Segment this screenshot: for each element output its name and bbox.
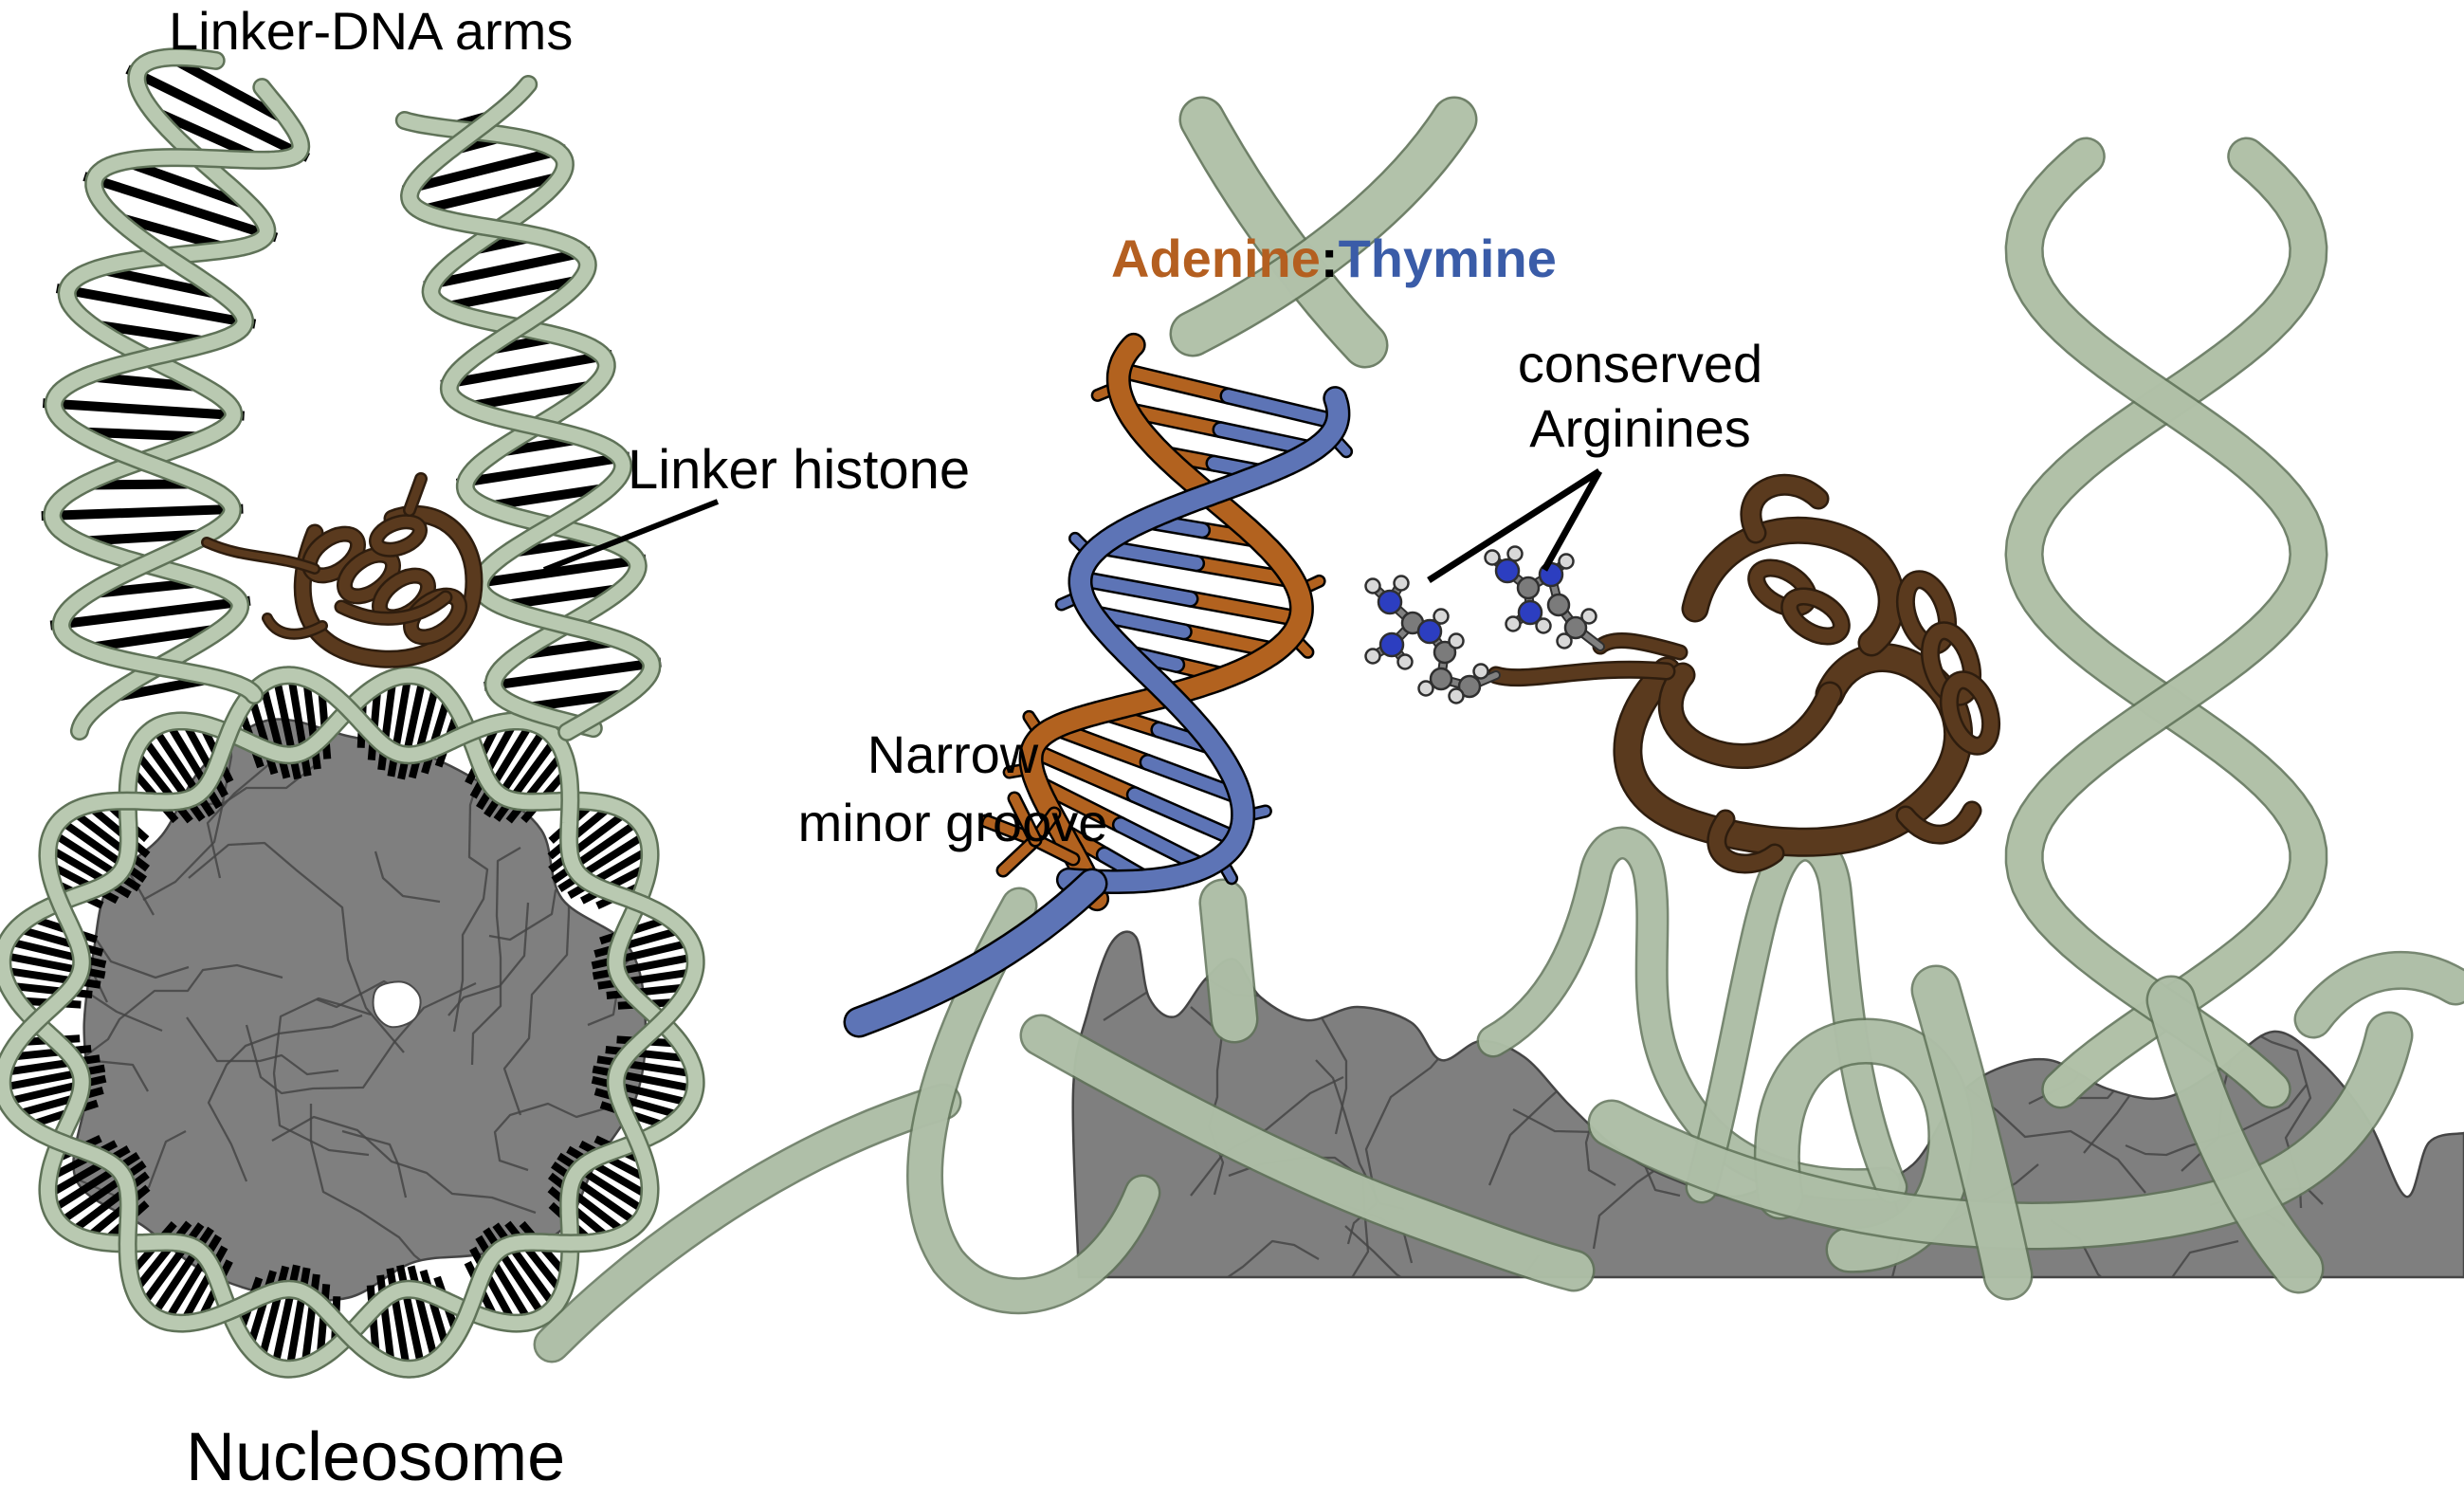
- conserved-arginines-line1: conserved: [1517, 334, 1763, 393]
- adenine-label: Adenine: [1111, 229, 1321, 288]
- narrow-minor-groove-line1: Narrow: [867, 724, 1039, 784]
- thymine-label: Thymine: [1338, 229, 1557, 288]
- basepair-colon: :: [1320, 229, 1339, 288]
- linker-dna-arms-label: Linker-DNA arms: [169, 1, 574, 61]
- narrow-minor-groove-line2: minor groove: [797, 792, 1108, 852]
- narrow-minor-groove-label: Narrow minor groove: [773, 721, 1133, 856]
- nucleosome-label: Nucleosome: [186, 1419, 566, 1495]
- nucleosome-dna-wrap: [0, 666, 705, 1379]
- background-dna-ribbon-helix: [2004, 137, 2328, 1109]
- left-linker-dna-arm: [41, 47, 311, 741]
- linker-histone-label: Linker histone: [628, 439, 971, 501]
- linker-histone-pointer-line: [542, 499, 720, 573]
- background-dna-ribbons-top: [1169, 96, 1478, 369]
- globular-linker-histone: [1487, 473, 2001, 874]
- conserved-arginines-label: conserved Arginines: [1479, 332, 1801, 462]
- arginine-pointer-lines: [1427, 468, 1603, 583]
- adenine-thymine-label: Adenine:Thymine: [1111, 228, 1557, 289]
- conserved-arginines-line2: Arginines: [1529, 398, 1751, 459]
- linker-histone-protein: [201, 472, 484, 668]
- adenine-thymine-stick-helix: [843, 332, 1354, 1038]
- conserved-arginine-residues: [1364, 545, 1605, 704]
- right-linker-dna-arm: [394, 75, 662, 741]
